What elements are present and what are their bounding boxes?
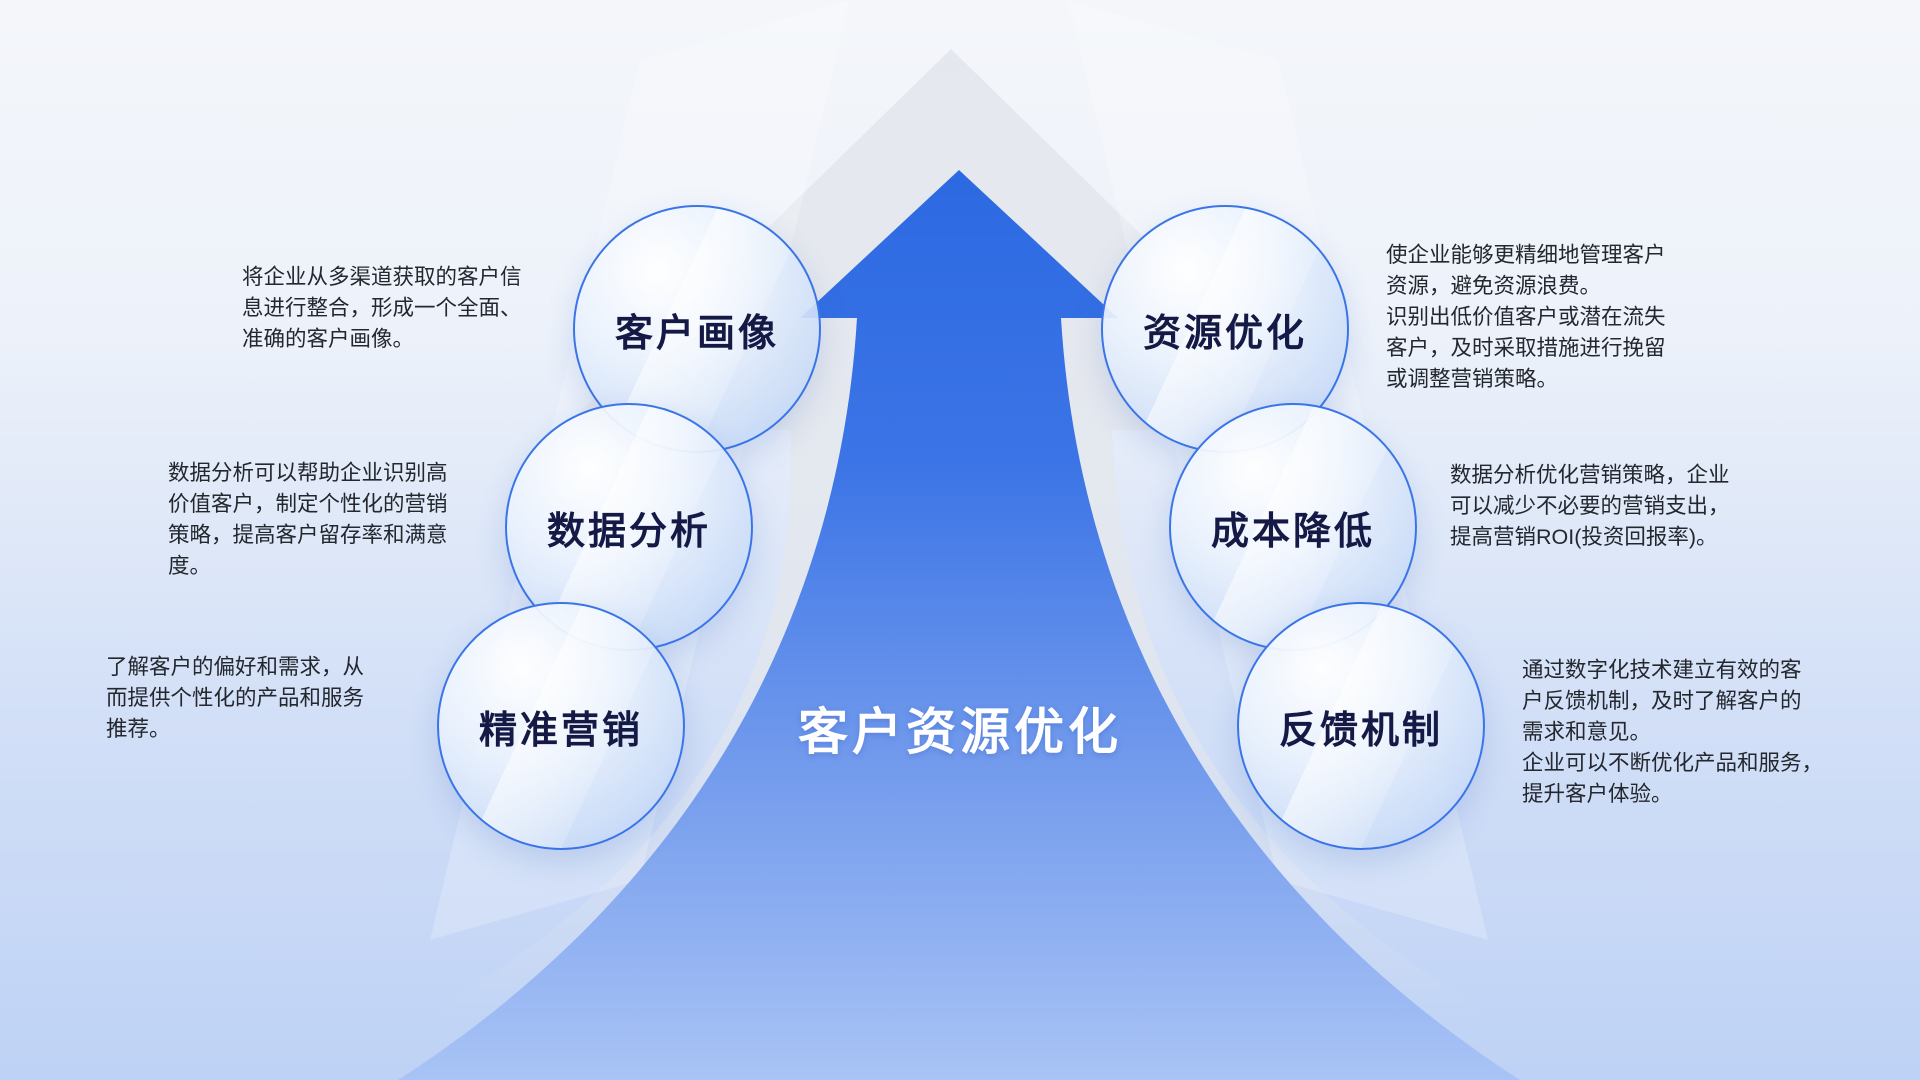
description-customer-profile: 将企业从多渠道获取的客户信 息进行整合，形成一个全面、 准确的客户画像。 [242, 265, 522, 351]
circle-label: 反馈机制 [1278, 709, 1443, 752]
circle-label: 客户画像 [614, 312, 779, 355]
description-data-analysis: 数据分析可以帮助企业识别高 价值客户，制定个性化的营销 策略，提高客户留存率和满… [168, 461, 448, 578]
circle-label: 成本降低 [1210, 510, 1375, 553]
description-cost-reduction: 数据分析优化营销策略，企业 可以减少不必要的营销支出， 提高营销ROI(投资回报… [1450, 463, 1730, 549]
circle-resource-optimization: 资源优化 [1101, 205, 1349, 453]
description-feedback-mechanism: 通过数字化技术建立有效的客 户反馈机制，及时了解客户的 需求和意见。 企业可以不… [1522, 658, 1824, 806]
circle-label: 数据分析 [546, 510, 711, 553]
page-title: 客户资源优化 [798, 704, 1122, 760]
circle-precision-marketing: 精准营销 [437, 602, 685, 850]
description-precision-marketing: 了解客户的偏好和需求，从 而提供个性化的产品和服务 推荐。 [106, 655, 365, 741]
description-resource-optimization: 使企业能够更精细地管理客户 资源，避免资源浪费。 识别出低价值客户或潜在流失 客… [1386, 243, 1666, 391]
circle-label: 精准营销 [478, 709, 643, 752]
circle-label: 资源优化 [1142, 312, 1307, 355]
arrow-shape [398, 170, 1520, 1080]
circle-feedback-mechanism: 反馈机制 [1237, 602, 1485, 850]
